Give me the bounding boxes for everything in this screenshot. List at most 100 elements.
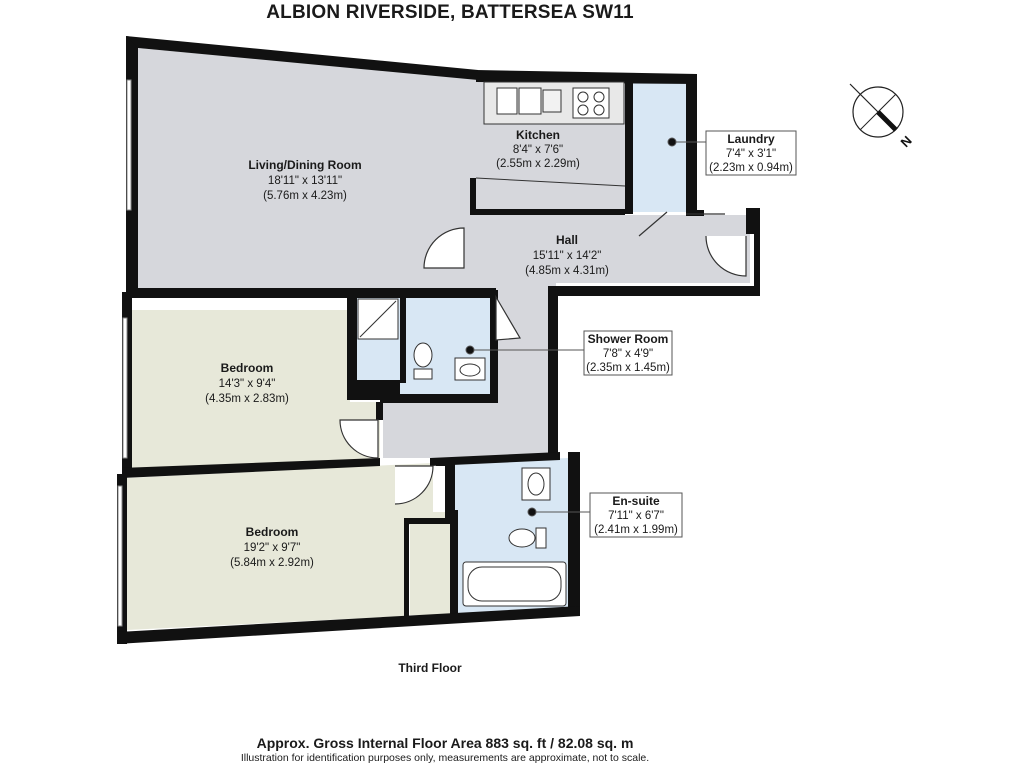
wall-ensuite-west (445, 462, 455, 518)
wall-east-ensuite (568, 452, 580, 616)
wall-shower-inner (400, 297, 406, 383)
door-shower-icon (495, 294, 521, 341)
doors (339, 211, 747, 505)
shower-dot (465, 345, 475, 355)
gross-area: Approx. Gross Internal Floor Area 883 sq… (256, 735, 634, 751)
wall-south (117, 606, 580, 644)
window-bedroom2 (117, 485, 123, 627)
wall-bedrooms-divider (122, 458, 380, 478)
wall-south-hall (548, 286, 760, 296)
kitchen-fittings (475, 81, 626, 187)
bedroom1-area (132, 310, 380, 470)
wall-bedroom1-east (376, 402, 383, 420)
hob-ring-icon (593, 91, 605, 103)
bedroom1-metric: (4.35m x 2.83m) (205, 393, 289, 405)
ensuite-dot (527, 507, 537, 517)
wall-north-kitchen (476, 70, 697, 84)
ensuite-imperial: 7'11" x 6'7" (608, 510, 664, 522)
wall-kitchen-south (470, 209, 625, 215)
living-metric: (5.76m x 4.23m) (263, 190, 347, 202)
laundry-dot (667, 137, 677, 147)
bedroom2-metric: (5.84m x 2.92m) (230, 557, 314, 569)
door-entrance-icon (705, 235, 747, 277)
kitchen-counter-line (475, 177, 626, 187)
hob-ring-icon (593, 104, 605, 116)
wall-shower-block (347, 290, 496, 403)
hob-ring-icon (577, 91, 589, 103)
door-bedroom1-icon (339, 419, 379, 459)
compass-needle-tail (849, 83, 879, 113)
wall-kitchen-laundry (625, 82, 633, 214)
laundry-area (632, 82, 686, 212)
bath-inner-icon (467, 566, 562, 602)
wall-east-hall (754, 232, 760, 295)
door-laundry-icon (638, 211, 668, 237)
bedroom2-area (127, 463, 450, 630)
sink-bowl-icon (518, 87, 542, 115)
bedroom2-name: Bedroom (246, 525, 299, 539)
toilet-icon (413, 342, 433, 368)
wall-kitchen-west-stub (470, 178, 476, 215)
hall-name: Hall (556, 233, 578, 247)
living-imperial: 18'11" x 13'11" (268, 175, 342, 187)
room-labels: Living/Dining Room 18'11" x 13'11" (5.76… (205, 128, 793, 569)
laundry-label-box (705, 130, 797, 176)
leaders (465, 137, 708, 517)
laundry-metric: (2.23m x 0.94m) (709, 162, 793, 174)
living-name: Living/Dining Room (248, 158, 361, 172)
wall-north-living (126, 36, 478, 80)
wall-living-south-right (464, 288, 496, 298)
wall-hall-north-east (686, 210, 704, 216)
shower-tray-line (359, 300, 397, 338)
toilet-cistern-icon (413, 368, 433, 380)
wall-ensuite-west-lower (450, 510, 458, 616)
floor-label: Third Floor (398, 661, 462, 675)
window-living (126, 79, 132, 211)
ensuite-toilet-icon (508, 528, 536, 548)
kitchen-metric: (2.55m x 2.29m) (496, 158, 580, 170)
hob-ring-icon (577, 104, 589, 116)
shower-label-box (583, 330, 673, 376)
ensuite-basin-bowl-icon (527, 472, 545, 496)
windows (117, 79, 132, 627)
shower-imperial: 7'8" x 4'9" (603, 348, 653, 360)
basin-bowl-icon (459, 363, 481, 377)
disclaimer: Illustration for identification purposes… (240, 752, 650, 764)
bedroom2-imperial: 19'2" x 9'7" (244, 542, 301, 554)
hall-area (383, 215, 750, 458)
bedroom1-imperial: 14'3" x 9'4" (219, 378, 276, 390)
hob-icon (572, 87, 610, 119)
ensuite-fittings (462, 467, 567, 607)
wall-entrance-post (746, 208, 760, 234)
ensuite-metric: (2.41m x 1.99m) (594, 524, 678, 536)
wall-wardrobe-north (408, 518, 452, 524)
wall-shower-east (490, 290, 498, 403)
wall-living-south (126, 288, 464, 298)
shower-name: Shower Room (588, 332, 669, 346)
sink-icon (496, 87, 518, 115)
wall-ensuite-north-stub (436, 462, 446, 466)
ensuite-name: En-suite (612, 494, 660, 508)
hall-metric: (4.85m x 4.31m) (525, 265, 609, 277)
ensuite-toilet-cistern-icon (535, 527, 547, 549)
ensuite-label-box (589, 492, 683, 538)
page-title: ALBION RIVERSIDE, BATTERSEA SW11 (266, 2, 634, 23)
window-bedroom1 (122, 317, 128, 459)
wall-wardrobe-west (404, 518, 409, 616)
label-boxes (583, 130, 797, 538)
kitchen-imperial: 8'4" x 7'6" (513, 144, 563, 156)
drainer-icon (542, 89, 562, 113)
shower-fittings (357, 298, 486, 381)
compass-label: N (898, 133, 915, 150)
laundry-name: Laundry (727, 132, 775, 146)
compass-icon: N (849, 83, 915, 150)
hall-imperial: 15'11" x 14'2" (533, 250, 602, 262)
bedroom1-name: Bedroom (221, 361, 274, 375)
laundry-imperial: 7'4" x 3'1" (726, 148, 776, 160)
wall-east-laundry (686, 74, 697, 214)
compass-needle (876, 110, 898, 132)
shower-metric: (2.35m x 1.45m) (586, 362, 670, 374)
kitchen-name: Kitchen (516, 128, 560, 142)
door-bedroom2-icon (394, 465, 434, 505)
